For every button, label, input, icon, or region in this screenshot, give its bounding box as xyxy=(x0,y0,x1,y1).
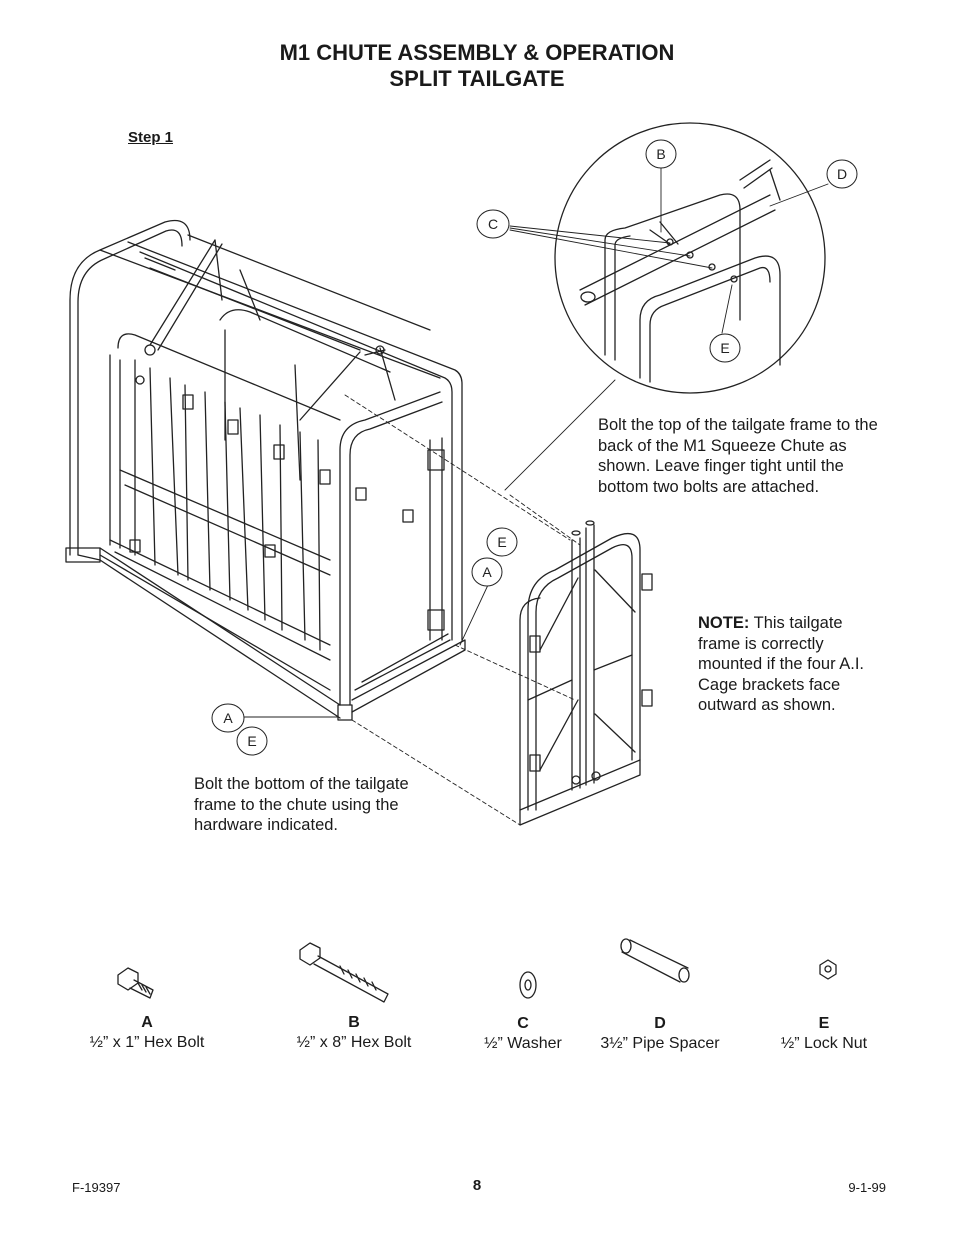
note-label: NOTE: xyxy=(698,614,750,632)
part-c-desc: ½” Washer xyxy=(484,1035,562,1052)
top-instruction-text: Bolt the top of the tailgate frame to th… xyxy=(598,416,878,496)
part-b-desc: ½” x 8” Hex Bolt xyxy=(296,1034,412,1051)
page-number: 8 xyxy=(472,1177,482,1194)
revision-date: 9-1-99 xyxy=(848,1180,886,1195)
washer-icon xyxy=(519,971,537,999)
part-e-desc: ½” Lock Nut xyxy=(780,1035,868,1052)
callout-e-top xyxy=(709,333,741,363)
alignment-lines xyxy=(344,394,581,826)
part-b: B ½” x 8” Hex Bolt xyxy=(279,1013,429,1053)
part-c-letter: C xyxy=(517,1015,529,1032)
hex-bolt-long-icon xyxy=(299,942,389,1003)
part-b-letter: B xyxy=(348,1014,360,1031)
part-d-letter: D xyxy=(654,1015,666,1032)
form-number: F-19397 xyxy=(72,1180,121,1195)
callout-a-bottom xyxy=(211,703,245,733)
callout-b-label: B xyxy=(656,146,665,162)
pipe-spacer-icon xyxy=(620,938,690,983)
callout-c-label: C xyxy=(488,216,498,232)
tailgate-note: NOTE: This tailgate frame is correctly m… xyxy=(698,613,888,716)
part-e-letter: E xyxy=(818,1015,830,1032)
part-a-desc: ½” x 1” Hex Bolt xyxy=(89,1034,205,1051)
note-text: This tailgate frame is correctly mounted… xyxy=(698,614,865,714)
page-title-line1: M1 CHUTE ASSEMBLY & OPERATION xyxy=(279,40,675,65)
callout-a-bottom-label: A xyxy=(223,710,233,726)
part-a: A ½” x 1” Hex Bolt xyxy=(72,1013,222,1053)
lock-nut-icon xyxy=(819,959,837,980)
part-e: E ½” Lock Nut xyxy=(754,1014,894,1054)
detail-magnifier-drawing xyxy=(554,122,826,394)
callout-c xyxy=(476,209,510,239)
callout-b-top xyxy=(645,139,677,169)
callout-e-mid-label: E xyxy=(497,534,506,550)
part-a-letter: A xyxy=(141,1014,153,1031)
part-d-desc: 3½” Pipe Spacer xyxy=(600,1035,720,1052)
squeeze-chute-drawing xyxy=(65,219,466,721)
callout-a-mid-label: A xyxy=(482,564,492,580)
callout-e-bottom xyxy=(236,726,268,756)
page-title-line2: SPLIT TAILGATE xyxy=(389,66,565,91)
bottom-instruction-text: Bolt the bottom of the tailgate frame to… xyxy=(194,775,409,834)
part-d: D 3½” Pipe Spacer xyxy=(585,1014,735,1054)
hex-bolt-small-icon xyxy=(117,967,154,999)
callout-e-mid xyxy=(486,527,518,557)
part-c: C ½” Washer xyxy=(453,1014,593,1054)
step-label: Step 1 xyxy=(128,129,174,146)
leader-lines xyxy=(237,167,829,718)
callout-d xyxy=(826,159,858,189)
tailgate-frame-drawing xyxy=(519,520,653,826)
callout-bubbles xyxy=(211,139,858,756)
callout-e-top-label: E xyxy=(720,340,729,356)
callout-a-mid xyxy=(471,557,503,587)
callout-e-bottom-label: E xyxy=(247,733,256,749)
callout-d-label: D xyxy=(837,166,847,182)
